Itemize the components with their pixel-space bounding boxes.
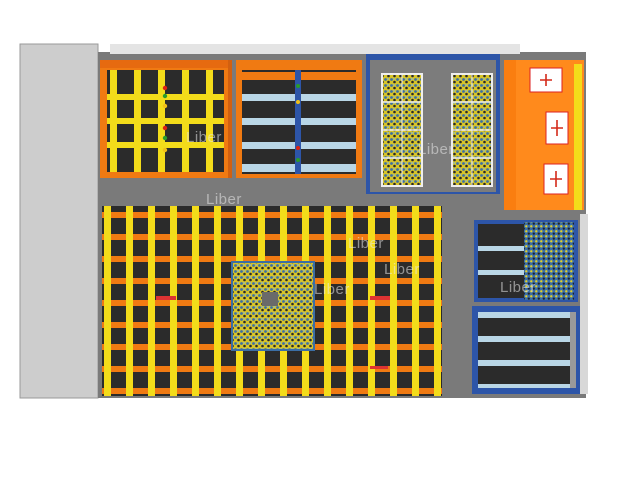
orange-rail [102,234,442,240]
yellow-rail [148,206,155,396]
dodgeball-court-right [236,60,362,178]
first-aid-cross-2 [551,120,563,136]
first-aid-cross-1 [540,74,552,86]
watermark-7: Liber [500,279,536,296]
yellow-rail [192,206,199,396]
bench-right [370,296,390,300]
slam-dunk-foam-pit [474,220,578,302]
yellow-rail [368,206,375,396]
orange-rail [102,366,442,372]
orange-rail [102,212,442,218]
dodgeball-balls [162,85,168,153]
watermarks: Liber Liber Liber Liber Liber Liber Libe… [186,129,536,298]
yellow-rail [324,206,331,396]
yellow-rail [346,206,353,396]
orange-rail [102,388,442,394]
watermark-1: Liber [186,129,222,146]
left-wall-block [19,43,99,399]
free-jump-main-court [102,206,442,396]
right-wall-bottom [580,214,588,394]
watermark-4: Liber [348,235,384,252]
foam-pit-right [451,73,493,187]
yellow-rail [126,206,133,396]
watermark-5: Liber [384,261,420,278]
yellow-rail [214,206,221,396]
tumbling-lanes [472,306,580,394]
bench-bottom [370,366,388,369]
yellow-rail [390,206,397,396]
bench-left [156,296,176,300]
yellow-rail [104,206,111,396]
watermark-6: Liber [314,281,350,298]
watermark-2: Liber [418,141,454,158]
yellow-rail [170,206,177,396]
yellow-rail [412,206,419,396]
yellow-rail [434,206,441,396]
first-aid-cross-3 [550,171,562,187]
foam-pit-left [381,73,423,187]
dodgeball-court-left [100,60,232,178]
orange-rail [102,256,442,262]
top-wall [110,44,520,54]
foam-pit-area [366,54,500,194]
entrance-area [504,60,584,210]
watermark-3: Liber [206,191,242,208]
